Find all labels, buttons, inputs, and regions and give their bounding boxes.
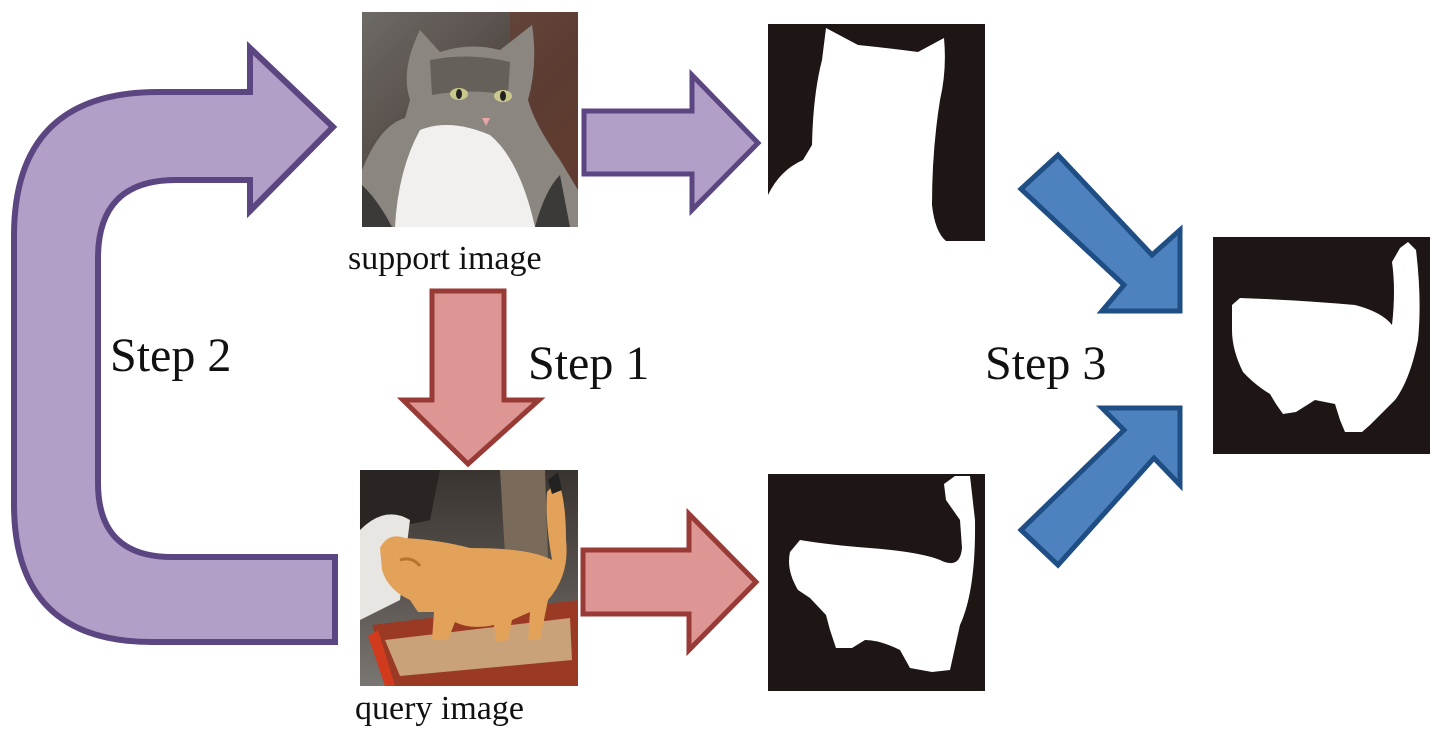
query-image-caption: query image: [355, 690, 524, 727]
output-mask: [1213, 237, 1430, 454]
query-mask: [768, 474, 985, 691]
query-image: [360, 470, 578, 686]
step1-down-arrow: [396, 288, 546, 468]
step2-label: Step 2: [110, 329, 232, 382]
step3-upper-arrow: [1017, 151, 1183, 314]
query-to-mask-arrow: [580, 507, 760, 657]
step3-lower-arrow: [1017, 405, 1183, 569]
step3-label: Step 3: [985, 337, 1107, 390]
support-mask: [768, 24, 985, 241]
support-image-caption: support image: [348, 240, 542, 277]
support-to-mask-arrow: [581, 68, 762, 217]
step1-label: Step 1: [528, 337, 650, 390]
support-image: [362, 12, 578, 227]
step2-u-arrow: [11, 41, 338, 645]
